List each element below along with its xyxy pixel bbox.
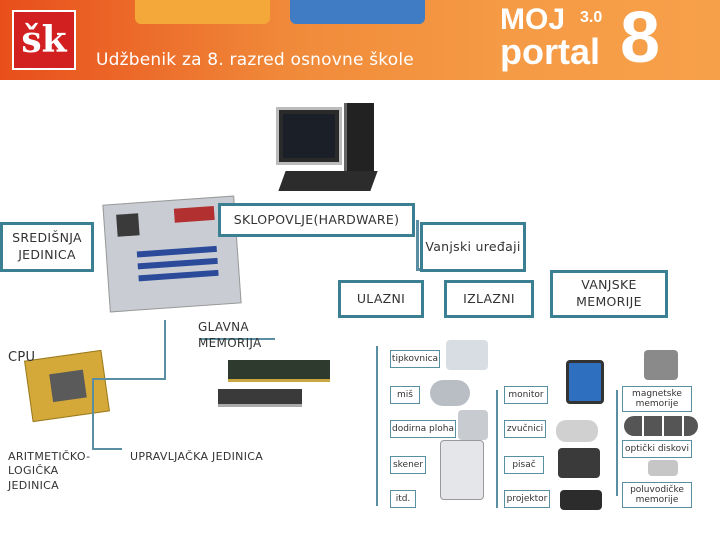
input-device: miš — [390, 386, 420, 404]
output-device: monitor — [504, 386, 548, 404]
monitor-shape — [276, 107, 342, 165]
memory-device: magnetske memorije — [622, 386, 692, 412]
mobo-chip — [116, 213, 140, 237]
optical-disc-thumb — [624, 416, 698, 436]
output-device: zvučnici — [504, 420, 546, 438]
output-device: pisač — [504, 456, 544, 474]
printer-thumb — [558, 448, 600, 478]
output-device: projektor — [504, 490, 550, 508]
projector-thumb — [560, 490, 602, 510]
connector-line — [376, 346, 378, 506]
mobo-slot — [138, 269, 219, 282]
input-node: ULAZNI — [338, 280, 424, 318]
header-subtitle: Udžbenik za 8. razred osnovne škole — [96, 50, 414, 70]
hard-disk-thumb — [644, 350, 678, 380]
keyboard-shape — [278, 171, 378, 191]
header-tab-blue — [290, 0, 425, 24]
brand-grade: 8 — [620, 0, 661, 78]
input-device: itd. — [390, 490, 416, 508]
laptop-thumb — [440, 440, 484, 500]
external-memory-node: VANJSKE MEMORIJE — [550, 270, 668, 318]
brand-portal: portal — [500, 30, 601, 72]
connector-line — [92, 378, 94, 450]
main-memory-label: GLAVNA MEMORIJA — [198, 320, 262, 350]
brand-logo: MOJ portal 3.0 — [500, 3, 603, 72]
memory-device: poluvodičke memorije — [622, 482, 692, 508]
brand-version: 3.0 — [580, 9, 603, 26]
input-device: skener — [390, 456, 426, 474]
mouse-thumb — [430, 380, 470, 406]
speakers-thumb — [556, 420, 598, 442]
control-unit-label: UPRAVLJAČKA JEDINICA — [130, 450, 264, 463]
connector-line — [416, 220, 419, 270]
alu-label: ARITMETIČKO-LOGIČKA JEDINICA — [8, 450, 91, 492]
external-devices-node: Vanjski uređaji — [420, 222, 526, 272]
connector-line — [200, 338, 275, 340]
tower-shape — [344, 103, 374, 173]
header-tab-orange — [135, 0, 270, 24]
mobo-slot — [136, 245, 217, 258]
ram-module-image — [228, 360, 330, 382]
cpu-label: CPU — [8, 350, 36, 365]
connector-line — [496, 390, 498, 508]
connector-line — [164, 320, 166, 378]
output-node: IZLAZNI — [444, 280, 534, 318]
central-unit-node: SREDIŠNJA JEDINICA — [0, 222, 94, 272]
touchpad-thumb — [458, 410, 488, 440]
mobo-slot — [137, 257, 218, 270]
cpu-image — [24, 349, 110, 423]
ram-module-image-2 — [218, 389, 302, 407]
memory-device: optički diskovi — [622, 440, 692, 458]
publisher-logo: šk — [12, 10, 76, 70]
header-banner: šk Udžbenik za 8. razred osnovne škole M… — [0, 0, 720, 80]
computer-image — [276, 103, 396, 198]
connector-line — [616, 390, 618, 496]
keyboard-thumb — [446, 340, 488, 370]
connector-line — [92, 448, 122, 450]
hardware-node: SKLOPOVLJE(HARDWARE) — [218, 203, 415, 237]
input-device: tipkovnica — [390, 350, 440, 368]
usb-drive-thumb — [648, 460, 678, 476]
input-device: dodirna ploha — [390, 420, 456, 438]
monitor-thumb — [566, 360, 604, 404]
connector-line — [92, 378, 166, 380]
brand-moj: MOJ — [500, 3, 566, 36]
mobo-chip — [173, 205, 215, 223]
